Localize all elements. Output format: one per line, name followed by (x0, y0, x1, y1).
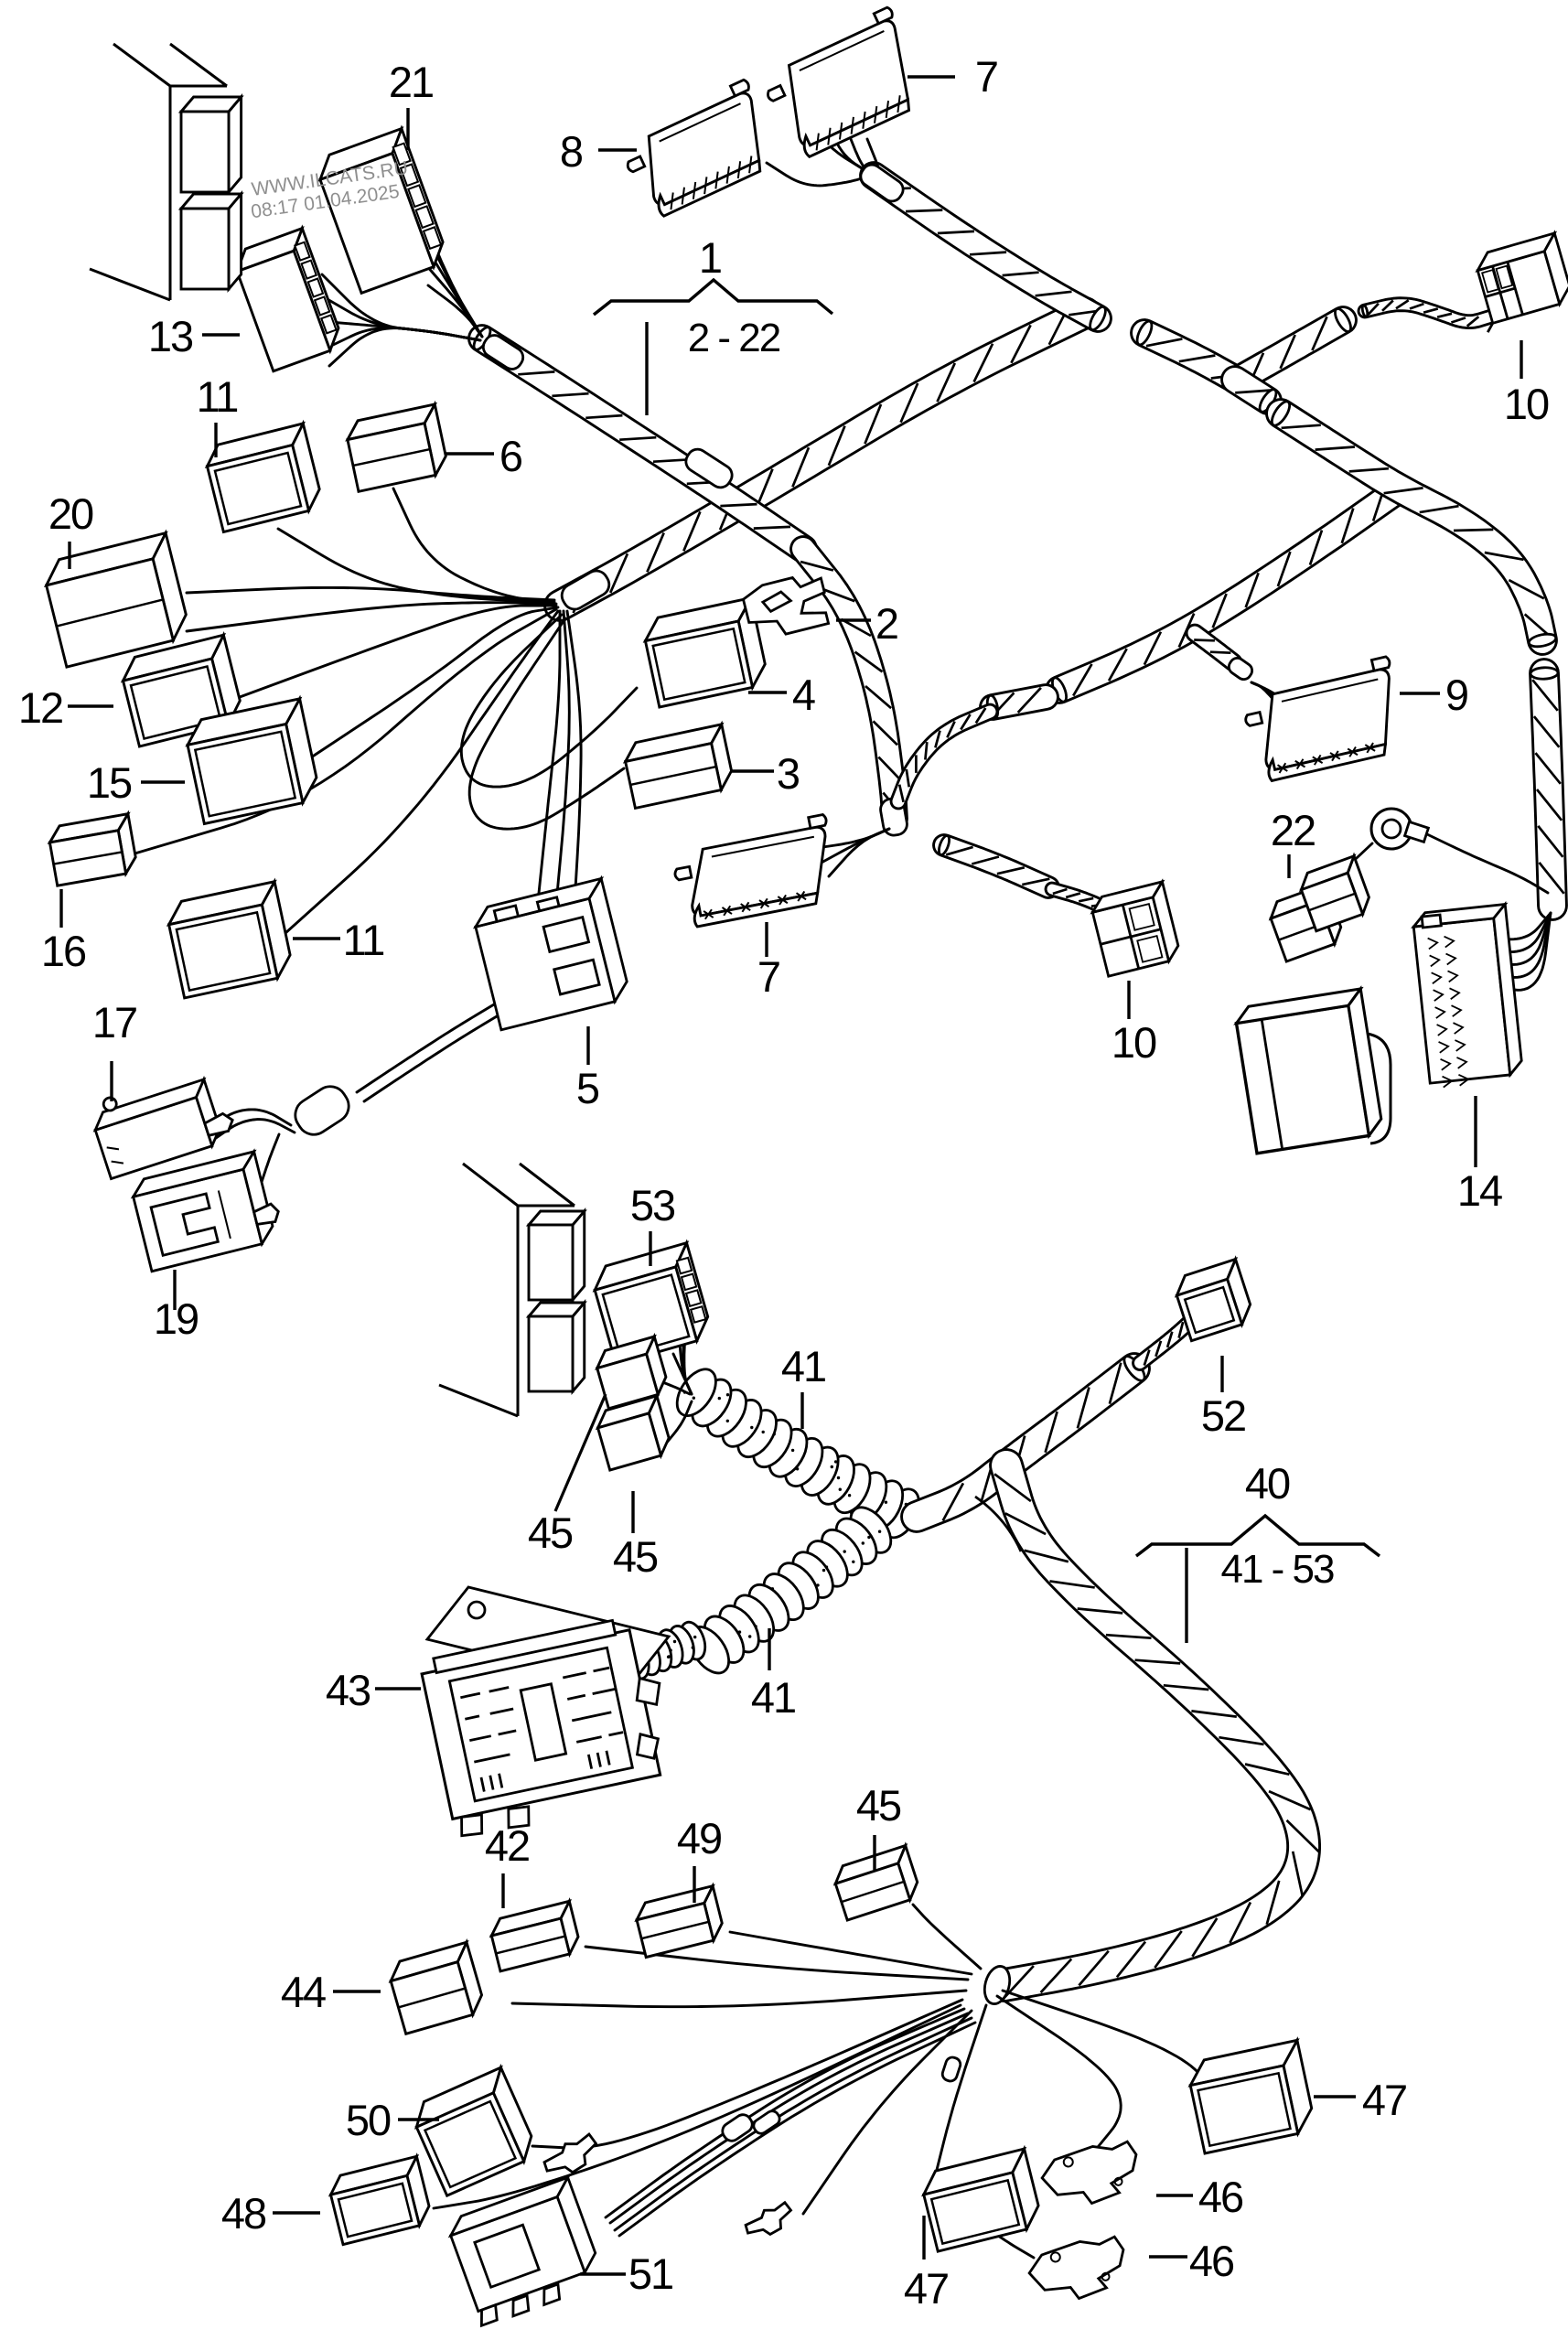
svg-text:53: 53 (630, 1181, 675, 1229)
svg-text:9: 9 (1445, 671, 1467, 719)
svg-text:43: 43 (326, 1666, 371, 1714)
svg-text:17: 17 (92, 998, 136, 1047)
svg-text:11: 11 (343, 916, 384, 964)
svg-text:47: 47 (1362, 2076, 1406, 2124)
svg-text:5: 5 (576, 1064, 599, 1112)
svg-text:49: 49 (677, 1814, 721, 1862)
svg-text:47: 47 (904, 2264, 948, 2313)
svg-text:22: 22 (1271, 806, 1315, 854)
svg-text:15: 15 (87, 758, 132, 807)
svg-text:21: 21 (389, 58, 433, 106)
svg-text:46: 46 (1189, 2237, 1234, 2285)
svg-text:2: 2 (875, 599, 897, 648)
svg-text:44: 44 (281, 1968, 326, 2016)
svg-text:20: 20 (48, 489, 93, 538)
svg-text:42: 42 (485, 1821, 529, 1870)
svg-text:4: 4 (792, 671, 815, 719)
svg-text:13: 13 (148, 312, 193, 360)
svg-text:10: 10 (1504, 380, 1549, 428)
svg-text:10: 10 (1112, 1018, 1156, 1067)
svg-text:8: 8 (560, 127, 583, 176)
svg-text:45: 45 (856, 1781, 901, 1830)
svg-text:14: 14 (1457, 1166, 1502, 1215)
svg-text:48: 48 (221, 2189, 266, 2238)
svg-text:52: 52 (1201, 1391, 1245, 1440)
svg-text:41 - 53: 41 - 53 (1221, 1547, 1335, 1592)
svg-text:7: 7 (975, 52, 997, 101)
svg-text:7: 7 (757, 952, 779, 1001)
svg-text:45: 45 (528, 1508, 573, 1557)
svg-text:12: 12 (18, 683, 62, 732)
svg-text:41: 41 (781, 1342, 825, 1390)
svg-text:3: 3 (777, 749, 800, 798)
svg-text:16: 16 (41, 927, 86, 975)
svg-text:11: 11 (197, 372, 238, 421)
svg-text:1: 1 (699, 233, 721, 282)
svg-text:6: 6 (499, 432, 522, 480)
svg-text:51: 51 (628, 2249, 672, 2298)
svg-text:50: 50 (346, 2096, 391, 2144)
svg-text:46: 46 (1198, 2173, 1243, 2221)
svg-text:2 - 22: 2 - 22 (688, 316, 780, 360)
svg-text:41: 41 (751, 1673, 795, 1722)
svg-text:40: 40 (1245, 1459, 1290, 1508)
svg-text:45: 45 (613, 1532, 658, 1581)
svg-text:19: 19 (154, 1294, 198, 1343)
